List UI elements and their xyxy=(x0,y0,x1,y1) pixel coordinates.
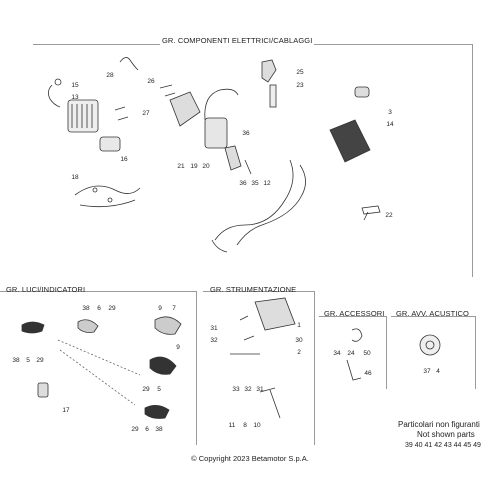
tail-light-drawing xyxy=(154,316,182,335)
callout-50: 50 xyxy=(363,349,371,357)
panel-accessories xyxy=(319,316,387,389)
callout-37: 37 xyxy=(423,367,431,375)
callout-27: 27 xyxy=(142,109,150,117)
callout-1: 1 xyxy=(297,321,301,329)
callout-17: 17 xyxy=(62,406,70,414)
callout-26: 26 xyxy=(147,77,155,85)
callout-5-a: 5 xyxy=(26,356,30,364)
not-shown-parts-english: Not shown parts xyxy=(417,430,475,439)
callout-29-b: 29 xyxy=(36,356,44,364)
callout-5-b: 5 xyxy=(157,385,161,393)
section-title-accessories: GR. ACCESSORI xyxy=(324,309,385,318)
callout-16: 16 xyxy=(120,155,128,163)
horn-drawing xyxy=(419,334,441,356)
section-title-lights: GR. LUCI/INDICATORI xyxy=(6,285,86,294)
callout-18: 18 xyxy=(71,173,79,181)
callout-29-c: 29 xyxy=(142,385,150,393)
callout-22: 22 xyxy=(385,211,393,219)
callout-38-a: 38 xyxy=(82,304,90,312)
callout-36: 36 xyxy=(242,129,250,137)
plug-cap-drawing xyxy=(261,59,277,83)
sensor-22-drawing xyxy=(361,205,381,221)
accessory-46-drawing xyxy=(346,359,362,381)
indicator-front-right-drawing xyxy=(77,319,99,333)
part-36-drawing xyxy=(224,145,242,171)
callout-21: 21 xyxy=(177,162,185,170)
callout-31-b: 31 xyxy=(256,385,264,393)
callout-38-b: 38 xyxy=(12,356,20,364)
callout-4: 4 xyxy=(436,367,440,375)
callout-36b: 36 xyxy=(239,179,247,187)
callout-32-a: 32 xyxy=(210,336,218,344)
panel-horn xyxy=(391,316,476,389)
callout-33: 33 xyxy=(232,385,240,393)
callout-34: 34 xyxy=(333,349,341,357)
callout-30: 30 xyxy=(295,336,303,344)
callout-12: 12 xyxy=(263,179,271,187)
callout-32-b: 32 xyxy=(244,385,252,393)
part-3-drawing xyxy=(354,86,370,98)
harness-18-drawing xyxy=(74,185,141,208)
callout-24: 24 xyxy=(347,349,355,357)
callout-23: 23 xyxy=(296,81,304,89)
callout-2: 2 xyxy=(297,348,301,356)
callout-3: 3 xyxy=(388,108,392,116)
relay-drawing xyxy=(99,136,121,152)
callout-28: 28 xyxy=(106,71,114,79)
part-21-drawing xyxy=(169,91,201,127)
callout-15: 15 xyxy=(71,81,79,89)
part-10-drawing xyxy=(259,387,281,419)
section-title-horn: GR. AVV. ACUSTICO xyxy=(396,309,469,318)
callout-35: 35 xyxy=(251,179,259,187)
callout-20: 20 xyxy=(202,162,210,170)
ecu-drawing xyxy=(329,119,371,163)
callout-11: 11 xyxy=(228,421,236,429)
rear-indicator-drawing xyxy=(149,356,177,375)
callout-14: 14 xyxy=(386,120,394,128)
callout-46: 46 xyxy=(364,369,372,377)
callout-8: 8 xyxy=(243,421,247,429)
callout-6-a: 6 xyxy=(97,304,101,312)
callout-9-a: 9 xyxy=(158,304,162,312)
section-title-instruments: GR. STRUMENTAZIONE xyxy=(210,285,297,294)
callout-25: 25 xyxy=(296,68,304,76)
callout-31-a: 31 xyxy=(210,324,218,332)
callout-9-b: 9 xyxy=(176,343,180,351)
callout-7: 7 xyxy=(172,304,176,312)
callout-10: 10 xyxy=(253,421,261,429)
callout-6-b: 6 xyxy=(145,425,149,433)
panel-instruments xyxy=(203,291,315,445)
main-harness-drawing xyxy=(214,159,306,246)
callout-38-c: 38 xyxy=(155,425,163,433)
accessory-34-drawing xyxy=(351,328,363,342)
indicator-front-left-drawing xyxy=(21,321,45,334)
panel-lights xyxy=(0,291,197,445)
callout-29-d: 29 xyxy=(131,425,139,433)
part-15-drawing xyxy=(48,84,61,108)
not-shown-part-numbers: 39 40 41 42 43 44 45 49 xyxy=(405,442,481,449)
section-title-electrical: GR. COMPONENTI ELETTRICI/CABLAGGI xyxy=(160,36,315,45)
part-17-drawing xyxy=(37,382,49,398)
callout-13: 13 xyxy=(71,93,79,101)
rear-indicator-2-drawing xyxy=(144,405,170,419)
part-28-drawing xyxy=(119,57,139,71)
callout-19: 19 xyxy=(190,162,198,170)
coil-drawing xyxy=(204,117,228,149)
instrument-cluster-drawing xyxy=(254,297,296,331)
not-shown-parts-italian: Particolari non figuranti xyxy=(398,420,480,429)
spark-plug-drawing xyxy=(269,84,277,108)
callout-29-a: 29 xyxy=(108,304,116,312)
regulator-drawing xyxy=(67,99,99,133)
copyright-notice: © Copyright 2023 Betamotor S.p.A. xyxy=(191,454,309,463)
